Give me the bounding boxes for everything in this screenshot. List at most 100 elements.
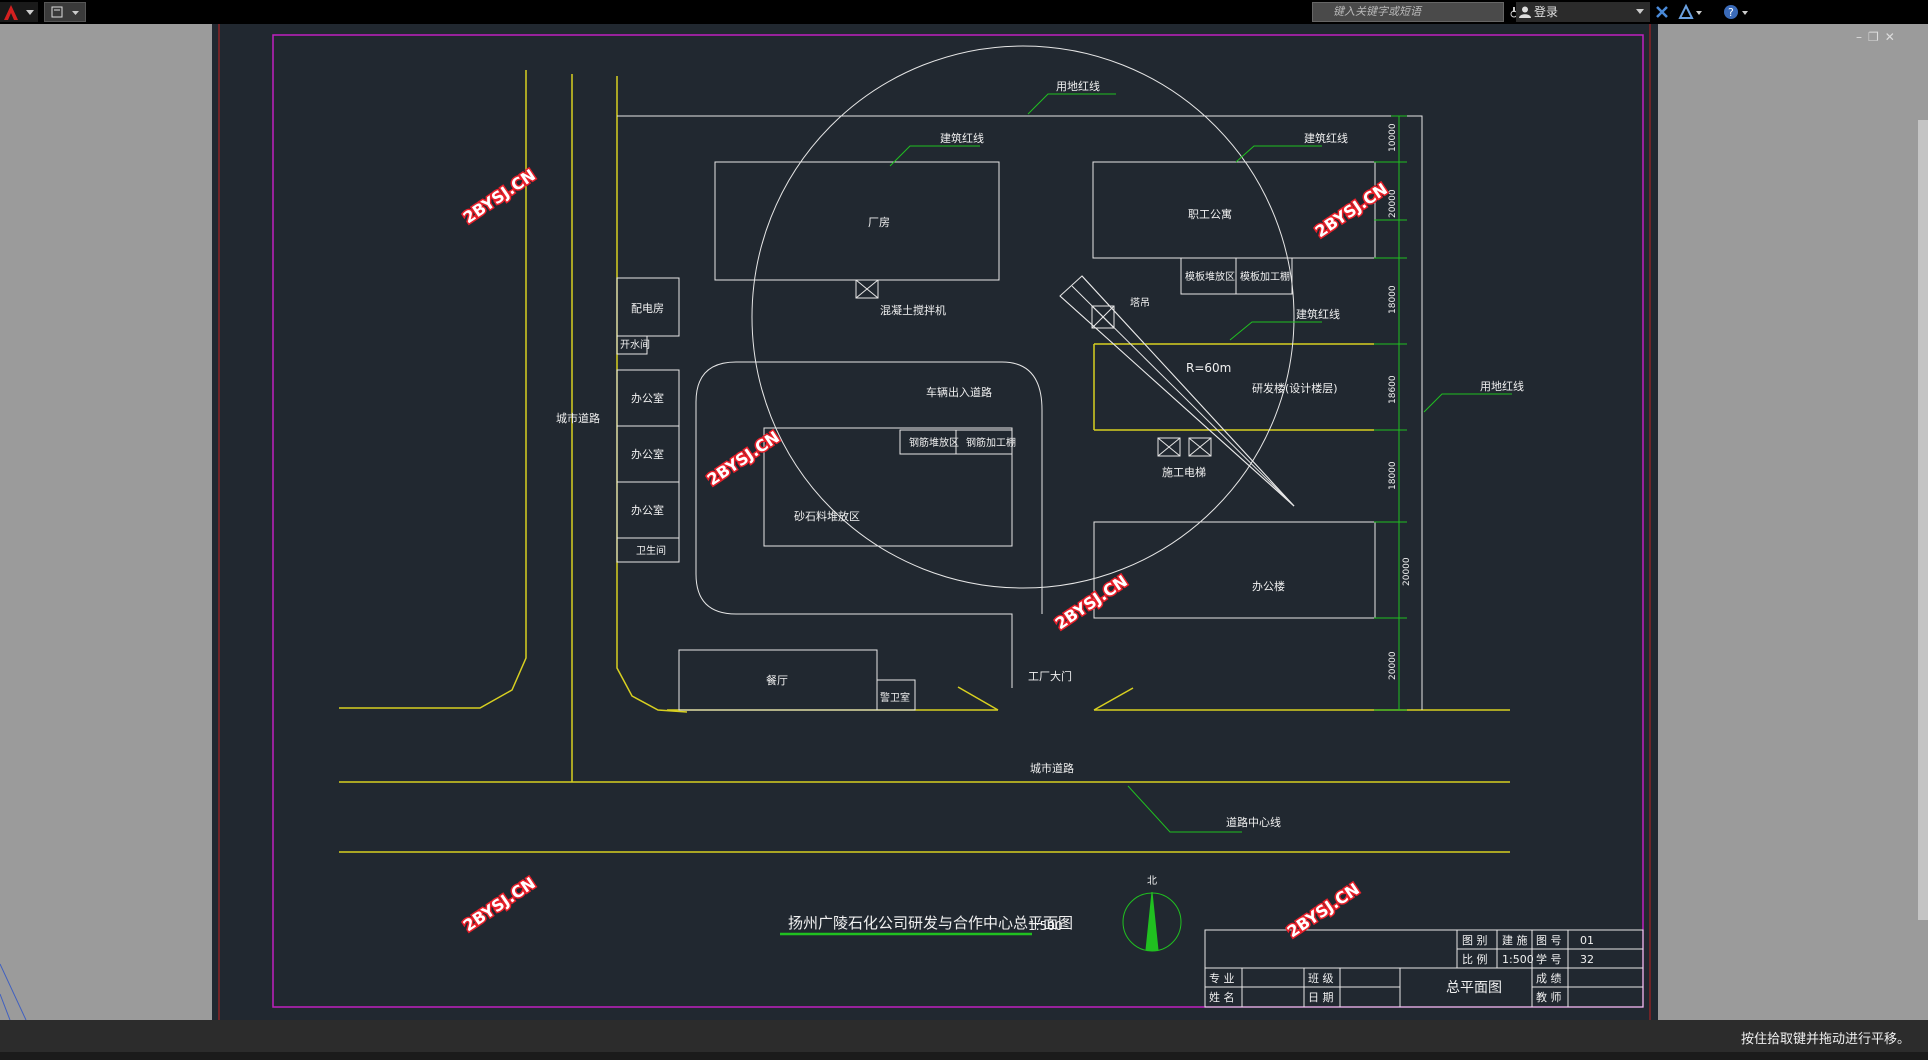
- north-arrow-icon: [1122, 891, 1182, 952]
- tb-sheet-title: 总平面图: [1446, 980, 1502, 996]
- label-guard-room: 警卫室: [880, 691, 910, 704]
- lift-symbol-1: [1157, 437, 1181, 457]
- watermark-1: 2BYSJ.CN: [460, 165, 539, 227]
- label-road-left: 城市道路: [556, 411, 600, 425]
- dim-1: 10000: [1388, 123, 1398, 152]
- window-controls[interactable]: –❐✕: [1856, 30, 1901, 44]
- right-panel: [1658, 24, 1928, 1020]
- application-menu-button[interactable]: [0, 2, 38, 22]
- water-room-box: [616, 335, 648, 355]
- drawing-frame: [272, 34, 1644, 1008]
- label-building-red-line-3: 建筑红线: [1296, 307, 1340, 321]
- tower-crane-radius: [751, 45, 1295, 589]
- ucs-axis-icon: [0, 963, 27, 1021]
- label-steel-stack: 钢筋堆放区: [909, 436, 959, 449]
- steel-process-box: [955, 429, 1013, 455]
- formwork-process-box: [1235, 257, 1293, 295]
- label-power-room: 配电房: [631, 302, 664, 315]
- dim-6: 20000: [1402, 557, 1412, 586]
- label-concrete-mixer: 混凝土搅拌机: [880, 303, 946, 317]
- watermark-6: 2BYSJ.CN: [1284, 879, 1363, 941]
- login-label: 登录: [1534, 5, 1559, 19]
- a360-icon[interactable]: [1678, 3, 1704, 21]
- dimension-ticks: [1374, 115, 1407, 711]
- label-sand-stack: 砂石料堆放区: [794, 509, 860, 523]
- tb-drawing-no: 01: [1580, 934, 1594, 947]
- gate-left: [957, 686, 999, 711]
- dim-4: 18600: [1388, 375, 1398, 404]
- tb-major-label: 专 业: [1209, 971, 1235, 985]
- tb-date-label: 日 期: [1308, 991, 1334, 1004]
- vehicle-road-loop: [695, 361, 1043, 688]
- leader-lines: [780, 93, 1512, 952]
- label-building-red-line-2: 建筑红线: [1304, 131, 1348, 145]
- label-toilet: 卫生间: [636, 544, 666, 557]
- staff-dorm-box: [1092, 161, 1376, 259]
- label-construction-lift: 施工电梯: [1162, 466, 1206, 479]
- toilet-box: [616, 537, 680, 563]
- label-building-red-line-1: 建筑红线: [940, 131, 984, 145]
- dim-2: 20000: [1388, 189, 1398, 218]
- tb-drawing-type-label: 图 别: [1462, 934, 1488, 947]
- dim-3: 18000: [1388, 285, 1398, 314]
- label-rd-building: 研发楼(设计楼层): [1252, 381, 1338, 395]
- watermark-3: 2BYSJ.CN: [704, 427, 783, 489]
- minimize-icon[interactable]: –: [1856, 30, 1868, 44]
- user-icon: [1519, 6, 1531, 18]
- power-room-box: [616, 277, 680, 337]
- bottom-strip: [0, 1052, 1928, 1060]
- watermark-5: 2BYSJ.CN: [460, 873, 539, 935]
- label-vehicle-road: 车辆出入道路: [926, 385, 992, 399]
- tower-crane-base-symbol: [1091, 305, 1115, 329]
- label-north: 北: [1147, 875, 1157, 887]
- search-input[interactable]: 键入关键字或短语: [1312, 2, 1504, 22]
- site-plan-drawing[interactable]: 用地红线 建筑红线 建筑红线 建筑红线 用地红线 厂房 混凝土搅拌机 配电房 开…: [212, 24, 1658, 1020]
- dim-5: 18000: [1388, 461, 1398, 490]
- gate-right: [1093, 687, 1134, 711]
- tb-student-no-label: 学 号: [1536, 952, 1562, 966]
- label-radius: R=60m: [1186, 361, 1231, 375]
- close-icon[interactable]: ✕: [1884, 30, 1901, 44]
- drawing-title: 扬州广陵石化公司研发与合作中心总平面图: [788, 914, 1073, 932]
- watermark-2: 2BYSJ.CN: [1312, 179, 1391, 241]
- label-staff-dorm: 职工公寓: [1188, 207, 1232, 221]
- login-button[interactable]: 登录: [1516, 2, 1650, 22]
- tb-drawing-no-label: 图 号: [1536, 934, 1562, 947]
- label-canteen: 餐厅: [766, 673, 788, 687]
- watermark-4: 2BYSJ.CN: [1052, 571, 1131, 633]
- right-palette-strip[interactable]: [1918, 120, 1928, 920]
- tb-scale-label: 比 例: [1462, 952, 1488, 966]
- label-office-building: 办公楼: [1252, 579, 1285, 593]
- concrete-mixer-symbol: [855, 279, 879, 299]
- label-office-3: 办公室: [631, 503, 664, 517]
- road-left-outer: [339, 70, 527, 709]
- office-building-box: [1093, 521, 1376, 619]
- guard-room-box: [876, 679, 916, 711]
- exchange-icon[interactable]: [1654, 3, 1670, 21]
- label-factory: 厂房: [868, 216, 890, 229]
- tb-student-no: 32: [1580, 953, 1594, 966]
- dim-7: 20000: [1388, 651, 1398, 680]
- workspace-button[interactable]: [44, 2, 86, 22]
- restore-icon[interactable]: ❐: [1868, 30, 1885, 44]
- sand-stack-area: [763, 427, 1013, 547]
- label-tower-crane: 塔吊: [1130, 296, 1150, 309]
- label-formwork-process: 模板加工棚: [1240, 270, 1290, 283]
- label-water-room: 开水间: [620, 338, 650, 351]
- tb-grade-label: 成 绩: [1536, 972, 1562, 985]
- help-icon[interactable]: ?: [1722, 3, 1752, 21]
- left-panel: [0, 24, 212, 1021]
- tb-teacher-label: 教 师: [1536, 991, 1562, 1004]
- label-office-1: 办公室: [631, 391, 664, 405]
- svg-text:?: ?: [1728, 6, 1734, 19]
- site-boundary: [617, 115, 1423, 710]
- chevron-down-icon: [1636, 9, 1644, 14]
- tb-drawing-type: 建 施: [1502, 933, 1528, 947]
- drawing-canvas[interactable]: 用地红线 建筑红线 建筑红线 建筑红线 用地红线 厂房 混凝土搅拌机 配电房 开…: [212, 24, 1658, 1020]
- label-steel-process: 钢筋加工棚: [966, 436, 1016, 449]
- title-block-frame: [1204, 929, 1644, 1008]
- top-bar: 键入关键字或短语 登录 ?: [0, 0, 1928, 24]
- tb-scale: 1:500: [1502, 953, 1534, 966]
- drawing-title-scale: 1:500: [1028, 919, 1063, 933]
- label-factory-gate: 工厂大门: [1028, 669, 1072, 683]
